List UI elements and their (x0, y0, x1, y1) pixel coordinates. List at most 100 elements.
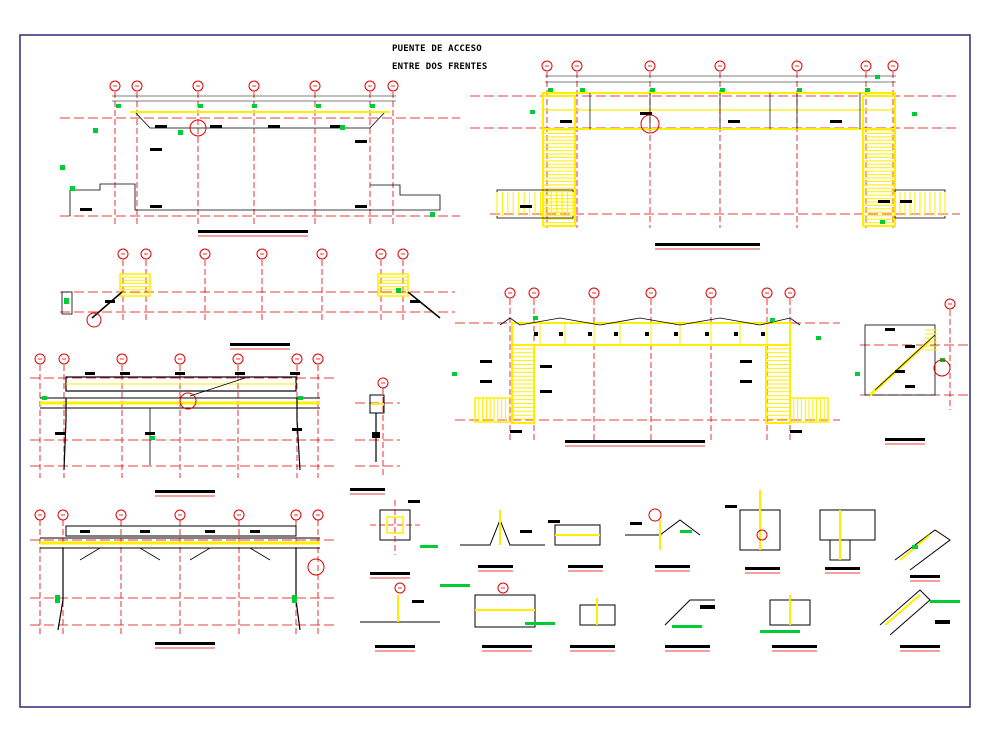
detail-joint-6 (819, 509, 876, 574)
note-label (728, 120, 740, 123)
stair-slope (407, 291, 441, 319)
note-label (588, 332, 592, 336)
grid-bubble-icon (192, 80, 204, 92)
detail-joint-7 (894, 529, 951, 582)
grid-bubble-icon (705, 287, 717, 299)
note-label (375, 645, 415, 648)
green-tag (316, 104, 321, 108)
green-tag (650, 88, 655, 92)
beam-profile (499, 317, 801, 326)
green-tag (797, 88, 802, 92)
note-label (520, 530, 532, 533)
detail-core (386, 516, 404, 534)
grid-bubble-icon (290, 509, 302, 521)
detail-callout-icon (307, 558, 325, 576)
grid-bubble-icon (233, 509, 245, 521)
grid-bubble-icon (174, 353, 186, 365)
detail-section-f (360, 582, 440, 652)
note-label (408, 500, 420, 503)
note-label (85, 372, 95, 375)
column (295, 548, 301, 631)
detail-line (625, 519, 701, 536)
view-general-plan-stairs (452, 287, 840, 447)
note-label (885, 438, 925, 441)
grid-bubble-icon (944, 298, 956, 310)
grid-bubble-icon (57, 509, 69, 521)
grid-bubble-icon (541, 60, 553, 72)
detail-yellow (884, 594, 921, 626)
column (57, 548, 64, 631)
note-label (614, 332, 618, 336)
note-label (330, 125, 342, 128)
detail-section-h (570, 598, 616, 652)
note-label (140, 530, 150, 533)
green-tag (912, 112, 917, 116)
green-tag (452, 372, 457, 376)
grid-bubble-icon (761, 287, 773, 299)
view-general-plan-structure (470, 60, 960, 250)
grid-bubble-icon (571, 60, 583, 72)
note-label (372, 432, 380, 438)
green-tag (580, 88, 585, 92)
note-label (370, 572, 410, 575)
note-label (355, 205, 367, 208)
grid-bubble-icon (364, 80, 376, 92)
green-tag (116, 104, 121, 108)
green-tag (548, 88, 553, 92)
grid-bubble-icon (387, 80, 399, 92)
green-tag (430, 212, 435, 217)
grid-bubble-icon (131, 80, 143, 92)
note-label (145, 432, 155, 435)
note-label (105, 300, 115, 303)
view-section-c-c (350, 377, 400, 495)
note-label (640, 112, 652, 115)
note-label (520, 205, 532, 208)
note-label (350, 488, 385, 491)
detail-section-g (440, 582, 555, 652)
green-tag (672, 625, 702, 628)
green-tag (533, 316, 538, 320)
green-tag (930, 600, 960, 603)
detail-joint-3 (548, 520, 603, 572)
note-label (210, 125, 222, 128)
note-label (150, 148, 162, 151)
note-label (198, 230, 308, 233)
green-tag (770, 318, 775, 322)
note-label (905, 345, 915, 348)
grid-bubble-icon (394, 582, 406, 594)
grid-bubble-icon (645, 287, 657, 299)
deck-outline (542, 92, 896, 130)
grid-bubble-icon (34, 353, 46, 365)
note-label (355, 140, 367, 143)
green-tag (530, 110, 535, 114)
detail-callout-icon (179, 392, 197, 410)
note-label (80, 208, 92, 211)
detail-callout-icon (756, 529, 768, 541)
note-label (878, 200, 890, 203)
note-label (480, 380, 492, 383)
column (296, 398, 301, 471)
note-label (740, 380, 752, 383)
green-tag (420, 545, 438, 548)
grid-bubble-icon (528, 287, 540, 299)
note-label (725, 505, 737, 508)
stair-edge (874, 334, 936, 391)
green-tag (680, 530, 692, 533)
note-label (292, 428, 302, 431)
grid-bubble-icon (312, 509, 324, 521)
railing (65, 525, 297, 537)
note-label (120, 372, 130, 375)
stair-slope (91, 291, 123, 319)
grid-bubble-icon (116, 353, 128, 365)
drawing-title-block: PUENTE DE ACCESO ENTRE DOS FRENTES (392, 40, 532, 76)
green-tag (816, 336, 821, 340)
note-label (910, 575, 940, 578)
drawing-title-line-1: PUENTE DE ACCESO (392, 44, 482, 54)
green-tag (178, 130, 183, 135)
note-label (885, 328, 895, 331)
note-label (534, 332, 538, 336)
detail-line (879, 589, 931, 636)
green-tag (525, 622, 555, 625)
note-label (674, 332, 678, 336)
detail-section-j (760, 595, 817, 652)
